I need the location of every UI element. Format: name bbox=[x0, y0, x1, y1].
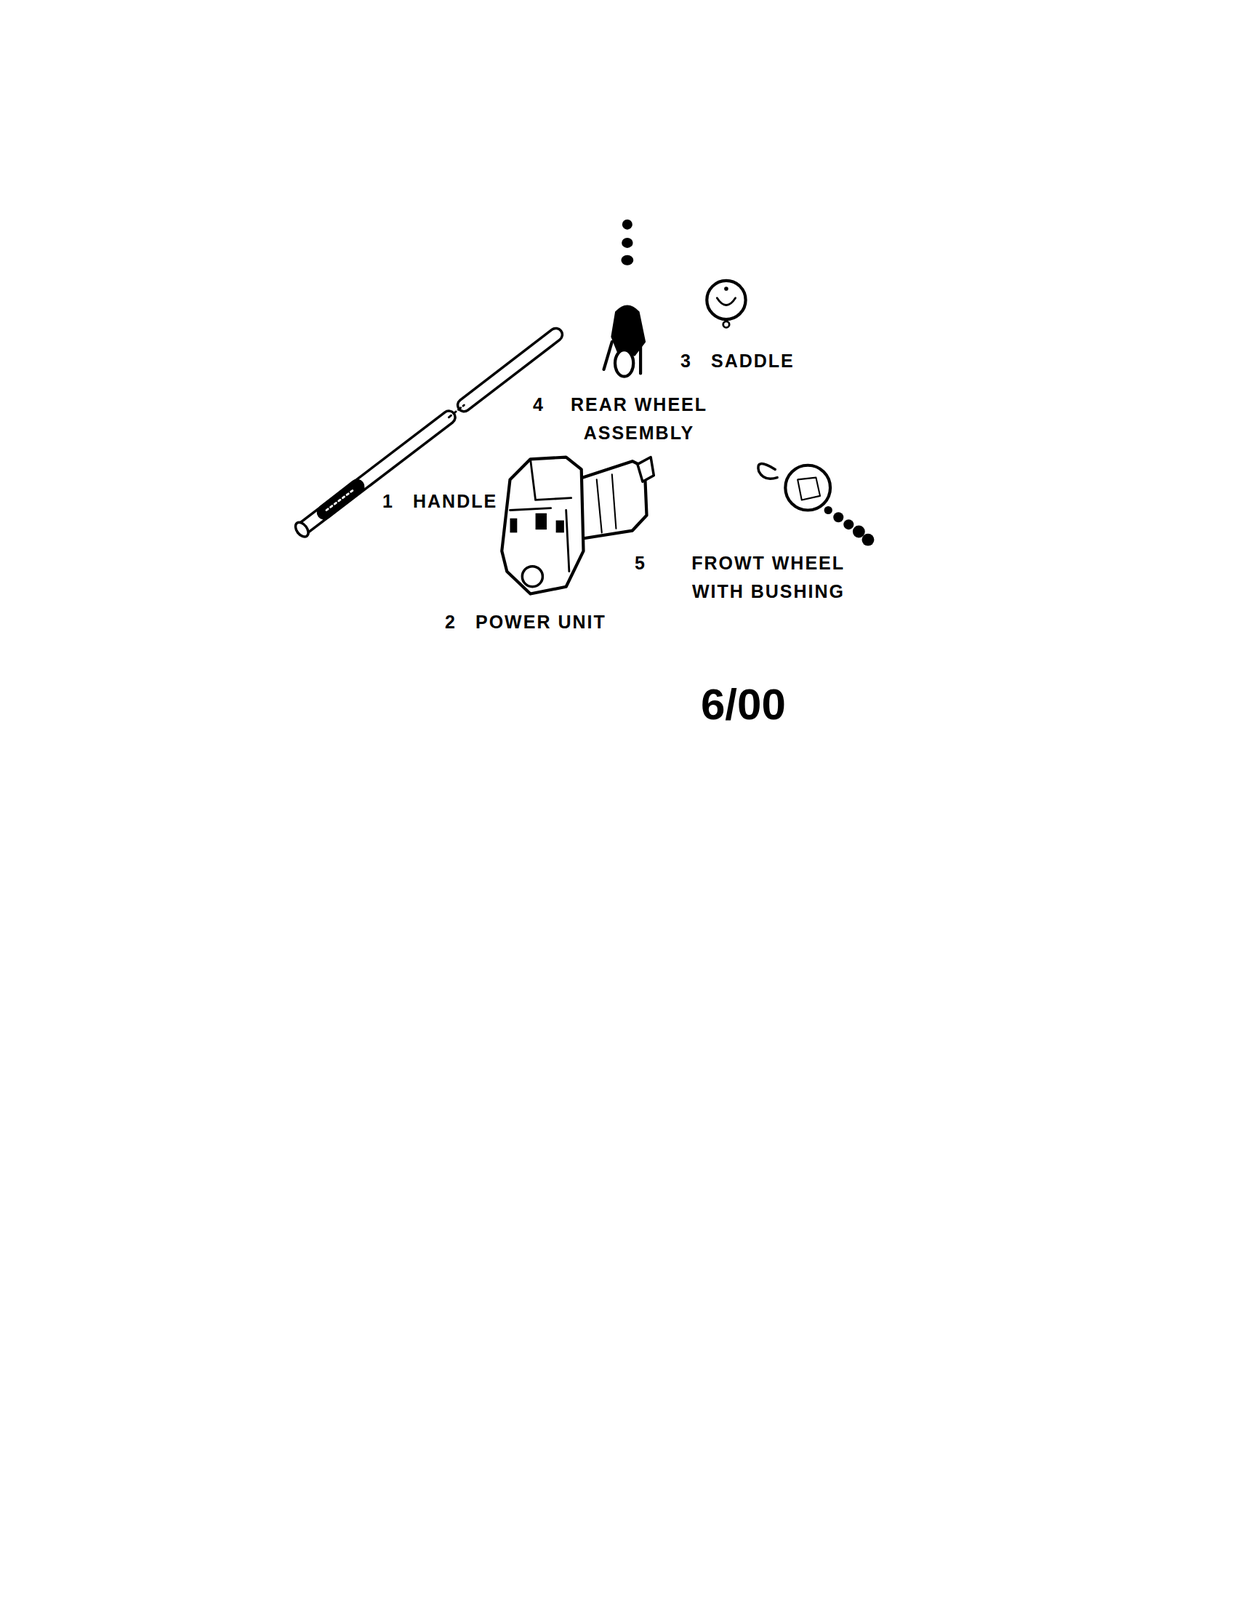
callout-number: 5 bbox=[634, 548, 647, 578]
part-label: REAR WHEEL ASSEMBLY bbox=[555, 390, 723, 448]
callout-number: 2 bbox=[444, 607, 457, 637]
callout-number: 1 bbox=[382, 487, 395, 516]
small-parts bbox=[620, 219, 634, 266]
callout-number: 4 bbox=[532, 390, 545, 419]
power-unit-figure bbox=[501, 457, 654, 594]
date-label: 6/00 bbox=[700, 682, 786, 727]
part-label: HANDLE bbox=[412, 487, 498, 516]
part-label: POWER UNIT bbox=[475, 607, 607, 637]
part-label: FROWT WHEEL WITH BUSHING bbox=[655, 548, 845, 606]
front-wheel-figure bbox=[758, 463, 874, 546]
rear-wheel-figure bbox=[604, 306, 645, 377]
saddle-figure bbox=[706, 280, 746, 328]
callout-number: 3 bbox=[680, 346, 693, 376]
part-label: SADDLE bbox=[711, 346, 795, 376]
